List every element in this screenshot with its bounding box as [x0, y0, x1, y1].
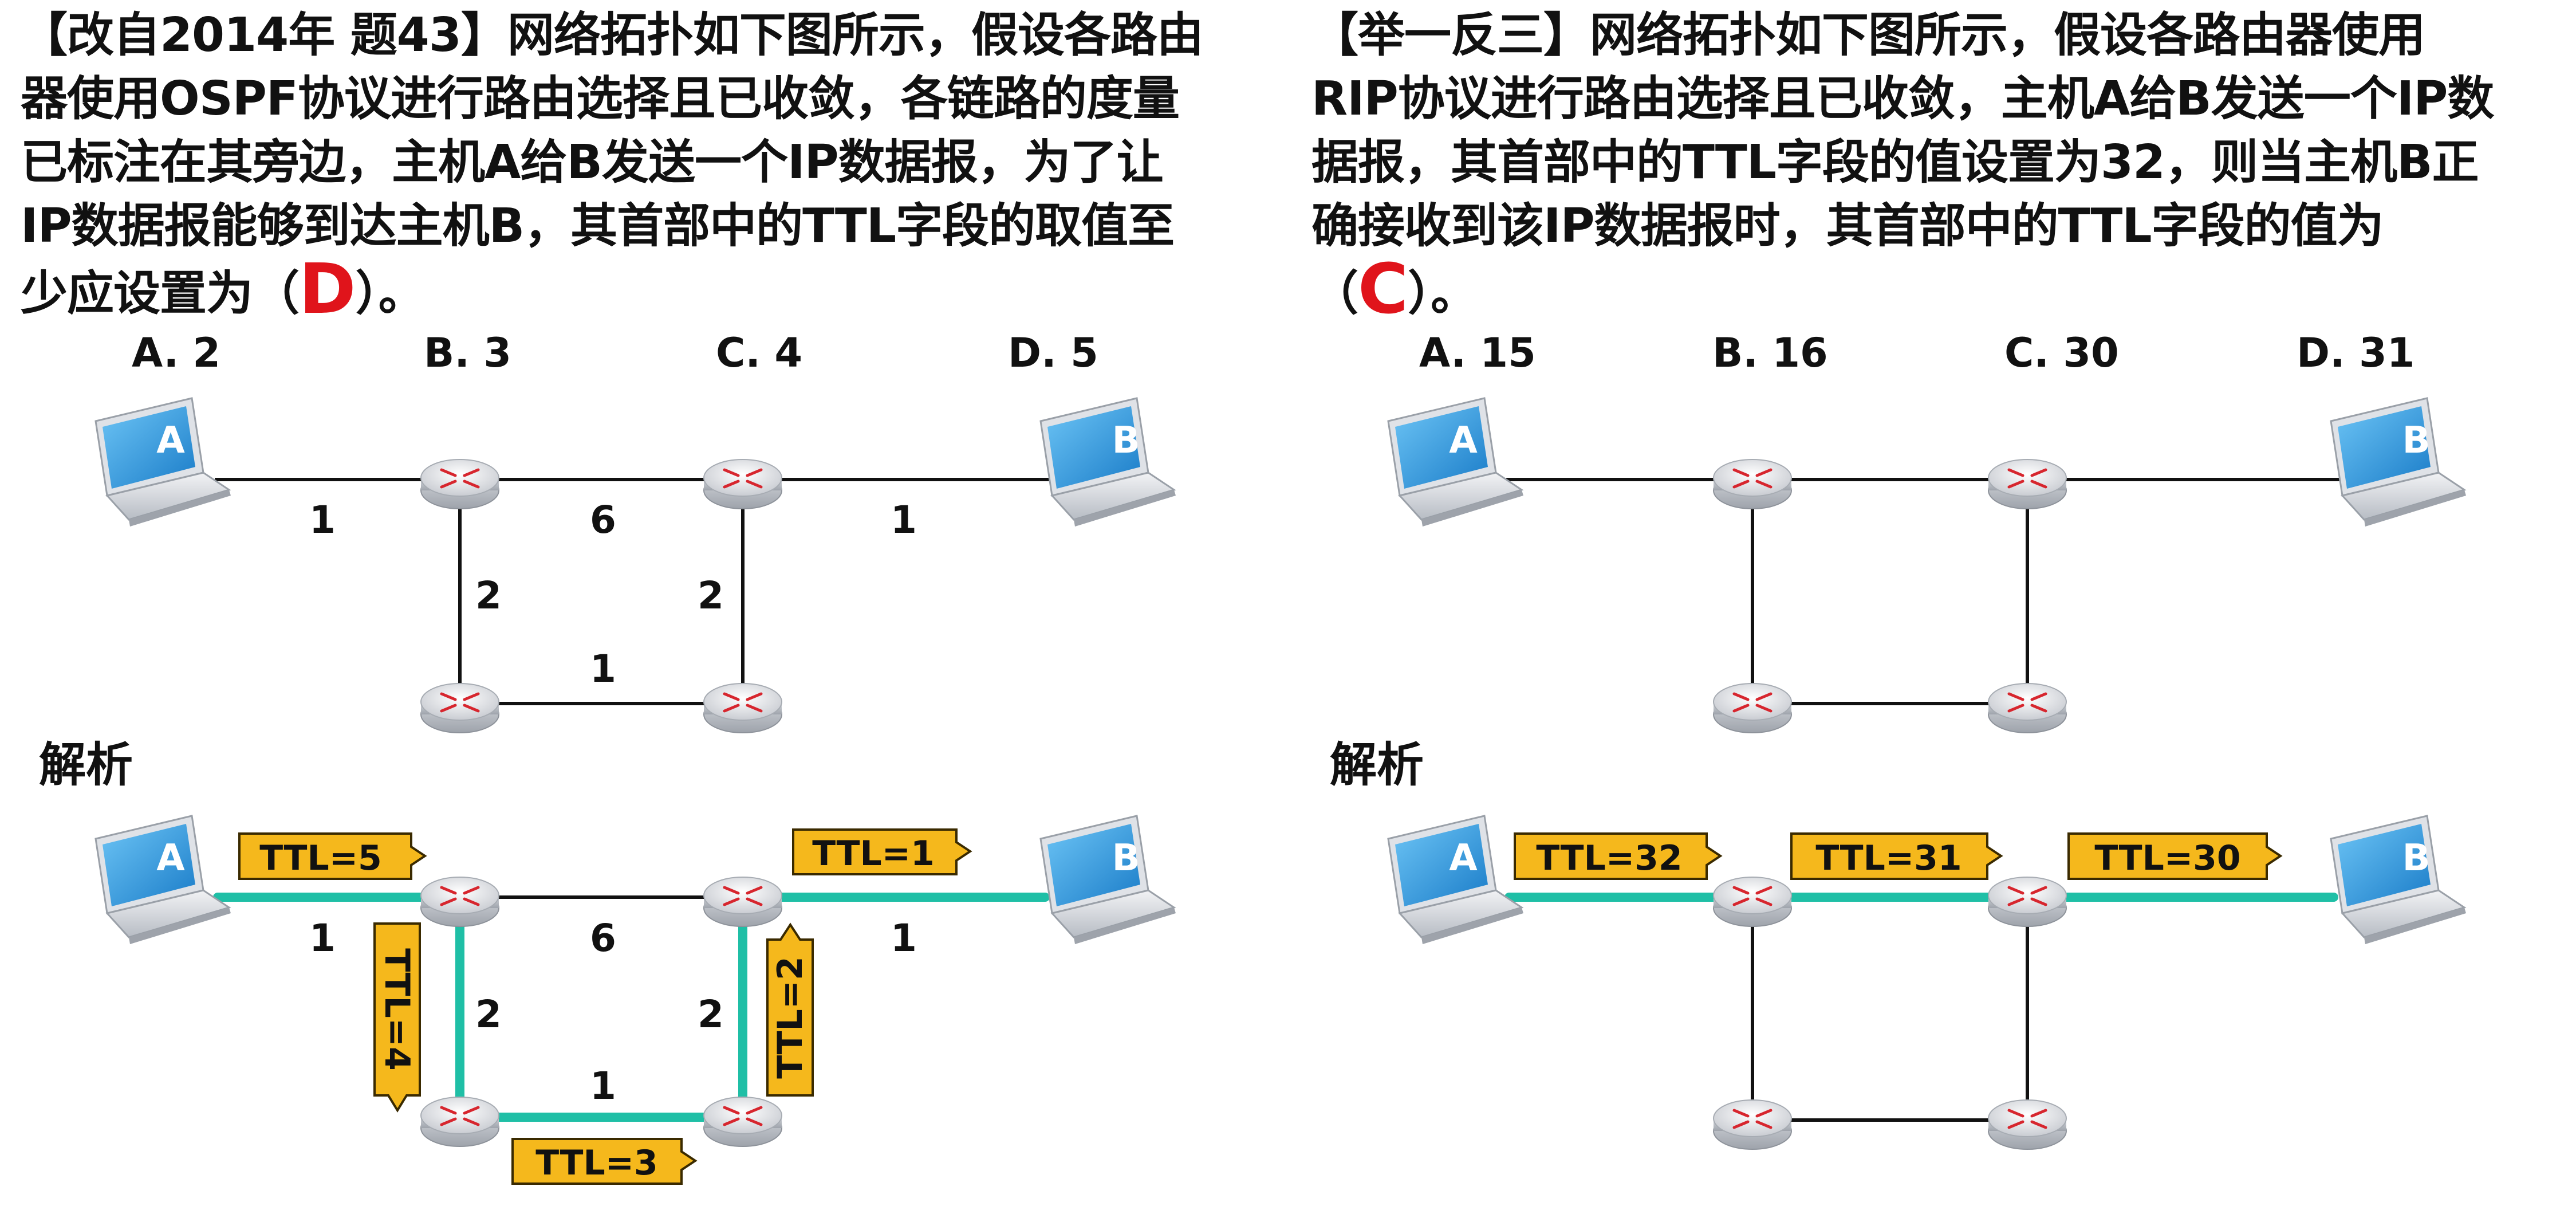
option-label: B. 16 [1712, 329, 1828, 376]
option-label: A. 15 [1419, 329, 1536, 376]
question-line: IP数据报能够到达主机B，其首部中的TTL字段的取值至 [21, 199, 1175, 253]
question-line: 【举一反三】网络拓扑如下图所示，假设各路由器使用 [1311, 8, 2425, 62]
question-line-last: 少应设置为（D）。 [21, 250, 426, 329]
ttl-label: TTL=2 [770, 956, 810, 1079]
router-icon [421, 683, 499, 733]
router-icon [1988, 459, 2066, 509]
router-icon [421, 1097, 499, 1146]
question-line: 器使用OSPF协议进行路由选择且已收敛，各链路的度量 [21, 72, 1180, 126]
host-label-a: A [156, 837, 185, 879]
laptop-icon: A [1387, 815, 1525, 945]
option-label: C. 4 [716, 329, 802, 376]
question-left: 【改自2014年 题43】网络拓扑如下图所示，假设各路由 器使用OSPF协议进行… [21, 3, 1252, 325]
host-label-a: A [156, 419, 185, 462]
host-label-b: B [1112, 837, 1140, 879]
link-metric: 2 [698, 992, 724, 1036]
option-label: B. 3 [424, 329, 511, 376]
option-label: D. 5 [1008, 329, 1098, 376]
router-icon [1714, 877, 1791, 926]
ttl-label: TTL=30 [2094, 838, 2240, 878]
host-label-b: B [2402, 837, 2431, 879]
laptop-icon: A [94, 397, 232, 528]
host-label-a: A [1449, 837, 1478, 879]
option-label: D. 31 [2297, 329, 2414, 376]
ttl-tag: TTL=4 [373, 922, 421, 1113]
ttl-tag: TTL=2 [766, 922, 814, 1097]
ttl-label: TTL=1 [812, 834, 935, 874]
ttl-tag: TTL=1 [792, 828, 972, 875]
router-icon [704, 877, 782, 926]
topology-right-analysis: TTL=32 TTL=31 TTL=30 A B [1387, 815, 2467, 1149]
analysis-label-left: 解析 [39, 738, 133, 792]
laptop-icon: B [2330, 397, 2467, 528]
ttl-tag: TTL=30 [2067, 832, 2283, 880]
question-line: 据报，其首部中的TTL字段的值设置为32，则当主机B正 [1311, 135, 2479, 190]
host-label-a: A [1449, 419, 1478, 462]
ttl-label: TTL=32 [1536, 838, 1682, 878]
link-metric: 1 [891, 916, 917, 960]
laptop-icon: A [94, 815, 232, 945]
topology-left-analysis: 1 6 1 2 2 1 TTL=5 TTL=4 TTL=3 [94, 815, 1177, 1185]
link-metric: 2 [698, 573, 724, 618]
laptop-icon: B [1039, 397, 1177, 528]
router-icon [421, 459, 499, 509]
option-label: A. 2 [132, 329, 220, 376]
router-icon [704, 459, 782, 509]
question-line-last: （C）。 [1311, 250, 1478, 329]
link-metric: 2 [475, 992, 502, 1036]
link-metric: 1 [891, 498, 917, 542]
question-line: 确接收到该IP数据报时，其首部中的TTL字段的值为 [1311, 199, 2384, 253]
answer-letter: D [299, 250, 356, 329]
laptop-icon: A [1387, 397, 1525, 528]
router-icon [1988, 683, 2066, 733]
link-metric: 2 [475, 573, 502, 618]
question-line: 已标注在其旁边，主机A给B发送一个IP数据报，为了让 [21, 135, 1164, 190]
analysis-label-right: 解析 [1330, 738, 1424, 792]
link-metric: 1 [590, 1064, 616, 1108]
router-icon [1988, 1100, 2066, 1149]
link-metric: 1 [309, 498, 336, 542]
link-metric: 1 [590, 647, 616, 691]
ttl-tag: TTL=31 [1790, 832, 2003, 880]
ttl-label: TTL=3 [535, 1143, 658, 1183]
laptop-icon: B [2330, 815, 2467, 945]
link-metric: 6 [590, 916, 616, 960]
ttl-tag: TTL=32 [1514, 832, 1723, 880]
host-label-b: B [1112, 419, 1140, 462]
router-icon [1714, 459, 1791, 509]
ttl-label: TTL=31 [1815, 838, 1961, 878]
question-right: 【举一反三】网络拓扑如下图所示，假设各路由器使用 RIP协议进行路由选择且已收敛… [1311, 3, 2566, 325]
option-label: C. 30 [2004, 329, 2119, 376]
answer-letter: C [1358, 250, 1408, 329]
router-icon [1714, 1100, 1791, 1149]
ttl-label: TTL=5 [259, 838, 382, 878]
laptop-icon: B [1039, 815, 1177, 945]
router-icon [1714, 683, 1791, 733]
router-icon [421, 877, 499, 926]
host-label-b: B [2402, 419, 2431, 462]
router-icon [704, 683, 782, 733]
ttl-tag: TTL=5 [238, 832, 427, 880]
router-icon [1988, 877, 2066, 926]
topology-right-top: A. 15 B. 16 C. 30 D. 31 A B [1387, 329, 2467, 733]
ttl-label: TTL=4 [377, 948, 417, 1071]
question-line: RIP协议进行路由选择且已收敛，主机A给B发送一个IP数 [1311, 72, 2494, 126]
link-metric: 1 [309, 916, 336, 960]
router-icon [704, 1097, 782, 1146]
link-metric: 6 [590, 498, 616, 542]
ttl-tag: TTL=3 [511, 1138, 698, 1185]
question-line: 【改自2014年 题43】网络拓扑如下图所示，假设各路由 [21, 8, 1204, 62]
topology-left-top: A. 2 B. 3 C. 4 D. 5 1 6 1 2 2 1 A B [94, 329, 1177, 733]
